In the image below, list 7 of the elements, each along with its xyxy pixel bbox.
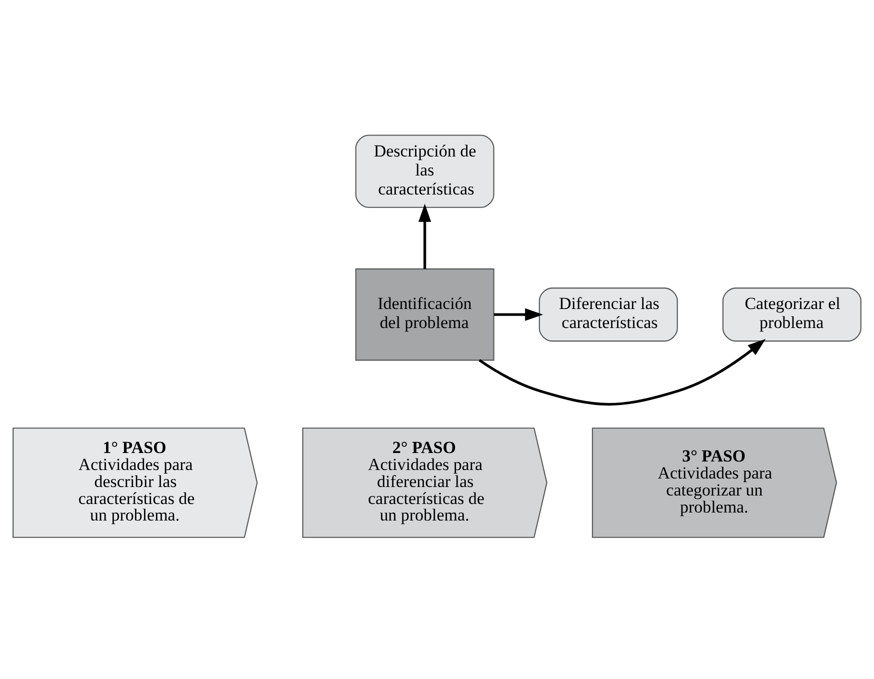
node-box: Categorizar el problema — [722, 288, 862, 342]
arrow — [478, 338, 766, 406]
node-box: Descripción de las características — [355, 134, 494, 208]
node-box: Identificación del problema — [355, 268, 494, 361]
arrow — [418, 204, 432, 269]
node-box: Diferenciar las características — [538, 288, 678, 342]
arrow — [494, 308, 544, 321]
